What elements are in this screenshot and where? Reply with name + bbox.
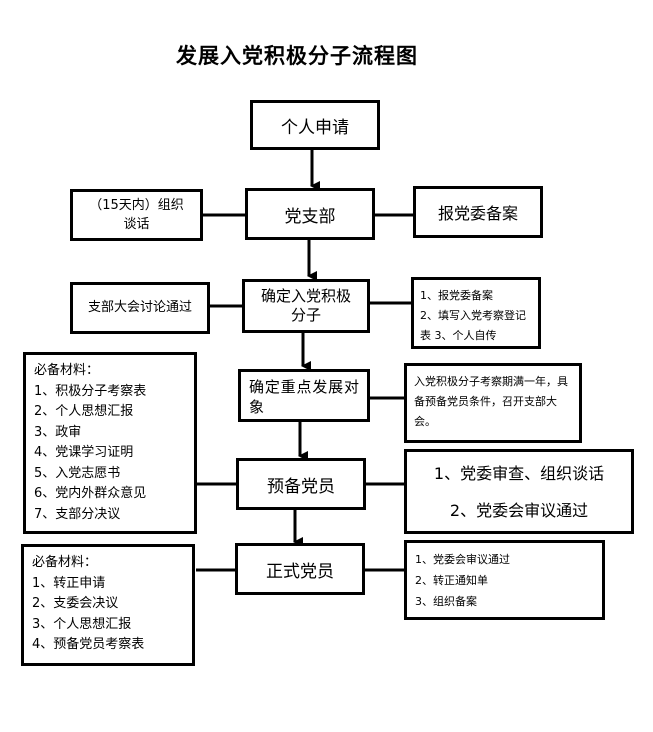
note-report-committee: 报党委备案 bbox=[413, 186, 543, 238]
step-confirm-activist: 确定入党积极分子 bbox=[242, 279, 370, 333]
note-talk-15-days: （15天内）组织谈话 bbox=[70, 189, 203, 241]
activist-task-item: 1、报党委备案 bbox=[420, 289, 493, 302]
full-task-item: 1、党委会审议通过 bbox=[415, 553, 510, 566]
step-full-member-label: 正式党员 bbox=[266, 561, 334, 582]
material-item: 2、支委会决议 bbox=[32, 596, 119, 611]
material-item: 1、积极分子考察表 bbox=[34, 383, 147, 399]
step-full-member: 正式党员 bbox=[235, 543, 365, 595]
step-confirm-activist-label: 确定入党积极分子 bbox=[260, 286, 351, 325]
step-apply: 个人申请 bbox=[250, 100, 380, 150]
material-item: 4、预备党员考察表 bbox=[32, 637, 145, 652]
step-branch-label: 党支部 bbox=[284, 206, 336, 227]
step-branch: 党支部 bbox=[245, 188, 375, 240]
step-confirm-target-label: 确定重点发展对象 bbox=[249, 378, 359, 417]
material-item: 1、转正申请 bbox=[32, 575, 106, 591]
materials-probationary-header: 必备材料： bbox=[34, 363, 100, 378]
step-probationary: 预备党员 bbox=[236, 458, 366, 510]
step-apply-label: 个人申请 bbox=[281, 117, 349, 138]
step-confirm-target: 确定重点发展对象 bbox=[238, 369, 370, 422]
note-committee-review: 1、党委审查、组织谈话 2、党委会审议通过 bbox=[404, 449, 634, 534]
materials-full: 必备材料： 1、转正申请 2、支委会决议 3、个人思想汇报 4、预备党员考察表 bbox=[21, 544, 195, 666]
full-task-item: 3、组织备案 bbox=[415, 595, 477, 608]
note-activist-tasks: 1、报党委备案 2、填写入党考察登记表 3、个人自传 bbox=[411, 277, 541, 349]
materials-full-header: 必备材料： bbox=[32, 555, 98, 570]
committee-review-item: 2、党委会审议通过 bbox=[449, 500, 589, 520]
page-title: 发展入党积极分子流程图 bbox=[176, 44, 418, 68]
note-talk-15-days-label: （15天内）组织谈话 bbox=[89, 197, 184, 233]
note-target-condition-label: 入党积极分子考察期满一年，具备预备党员条件，召开支部大会。 bbox=[414, 375, 568, 428]
full-task-item: 2、转正通知单 bbox=[415, 574, 488, 587]
activist-task-item: 2、填写入党考察登记表 3、个人自传 bbox=[420, 309, 526, 342]
material-item: 6、党内外群众意见 bbox=[34, 486, 147, 501]
note-report-committee-label: 报党委备案 bbox=[437, 204, 518, 223]
material-item: 3、政审 bbox=[34, 424, 82, 440]
material-item: 4、党课学习证明 bbox=[34, 445, 134, 460]
material-item: 5、入党志愿书 bbox=[34, 465, 121, 481]
step-probationary-label: 预备党员 bbox=[267, 476, 335, 497]
committee-review-item: 1、党委审查、组织谈话 bbox=[433, 463, 605, 483]
materials-probationary: 必备材料： 1、积极分子考察表 2、个人思想汇报 3、政审 4、党课学习证明 5… bbox=[23, 352, 197, 534]
note-full-tasks: 1、党委会审议通过 2、转正通知单 3、组织备案 bbox=[404, 540, 605, 620]
note-branch-meeting-label: 支部大会讨论通过 bbox=[87, 300, 192, 316]
material-item: 7、支部分决议 bbox=[34, 506, 121, 522]
note-branch-meeting: 支部大会讨论通过 bbox=[70, 282, 210, 334]
material-item: 2、个人思想汇报 bbox=[34, 404, 134, 419]
note-target-condition: 入党积极分子考察期满一年，具备预备党员条件，召开支部大会。 bbox=[404, 363, 582, 443]
material-item: 3、个人思想汇报 bbox=[32, 616, 132, 632]
